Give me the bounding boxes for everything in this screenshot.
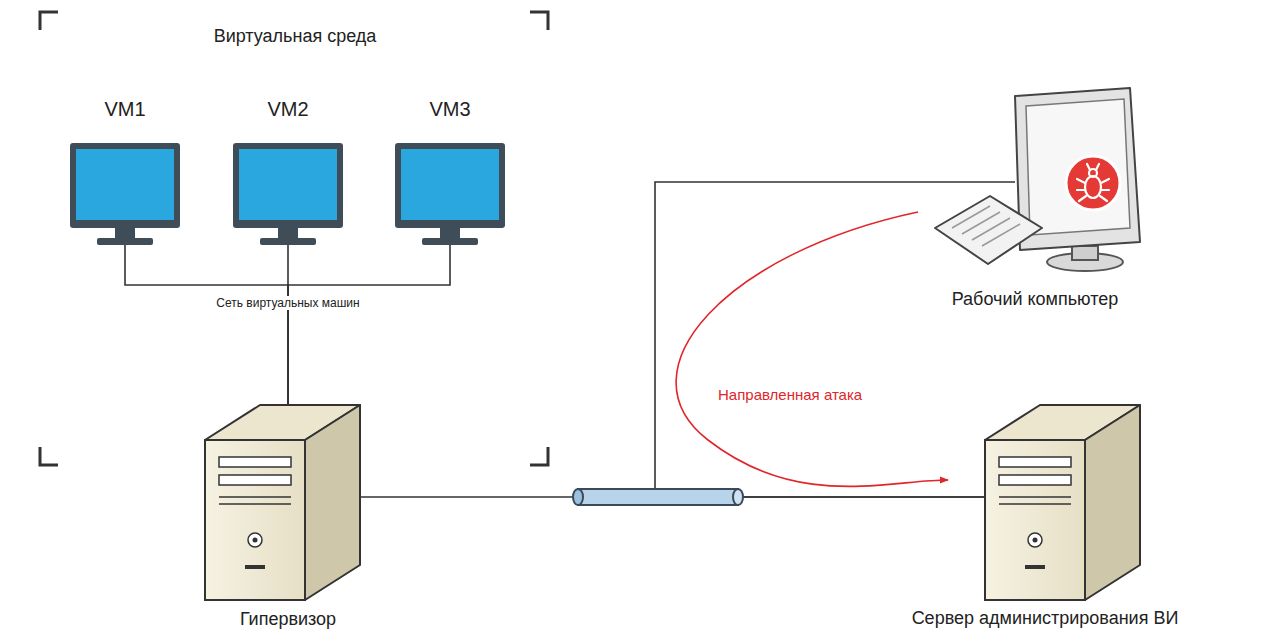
network-link — [288, 245, 450, 405]
vm-monitor — [233, 143, 343, 245]
node-label: Сервер администрирования ВИ — [912, 608, 1179, 630]
network-bus — [573, 489, 743, 505]
region-title: Виртуальная среда — [214, 26, 377, 48]
edge-label: Направленная атака — [715, 386, 865, 404]
workstation-icon — [935, 88, 1140, 271]
attack-arrow — [676, 212, 948, 486]
node-label: Рабочий компьютер — [952, 289, 1119, 311]
vm-monitor — [395, 143, 505, 245]
node-label: VM1 — [104, 97, 145, 121]
server-node: Гипервизор — [188, 405, 388, 633]
vm-node: VM2 — [228, 95, 348, 245]
admin-server — [985, 405, 1140, 600]
network-link — [125, 245, 288, 405]
vm-monitor — [70, 143, 180, 245]
node-label: VM2 — [267, 97, 308, 121]
node-label: VM3 — [429, 97, 470, 121]
workstation-node: Рабочий компьютер — [900, 85, 1170, 313]
region-frame: Виртуальная средаVM1 VM2 VM3 — [35, 8, 555, 470]
vm-node: VM1 — [65, 95, 185, 245]
hypervisor-server — [205, 405, 360, 600]
vm-node: VM3 — [390, 95, 510, 245]
region-brackets — [40, 12, 548, 465]
server-node: Сервер администрирования ВИ — [890, 400, 1200, 632]
network-label: Сеть виртуальных машин — [213, 296, 362, 310]
node-label: Гипервизор — [240, 609, 336, 631]
